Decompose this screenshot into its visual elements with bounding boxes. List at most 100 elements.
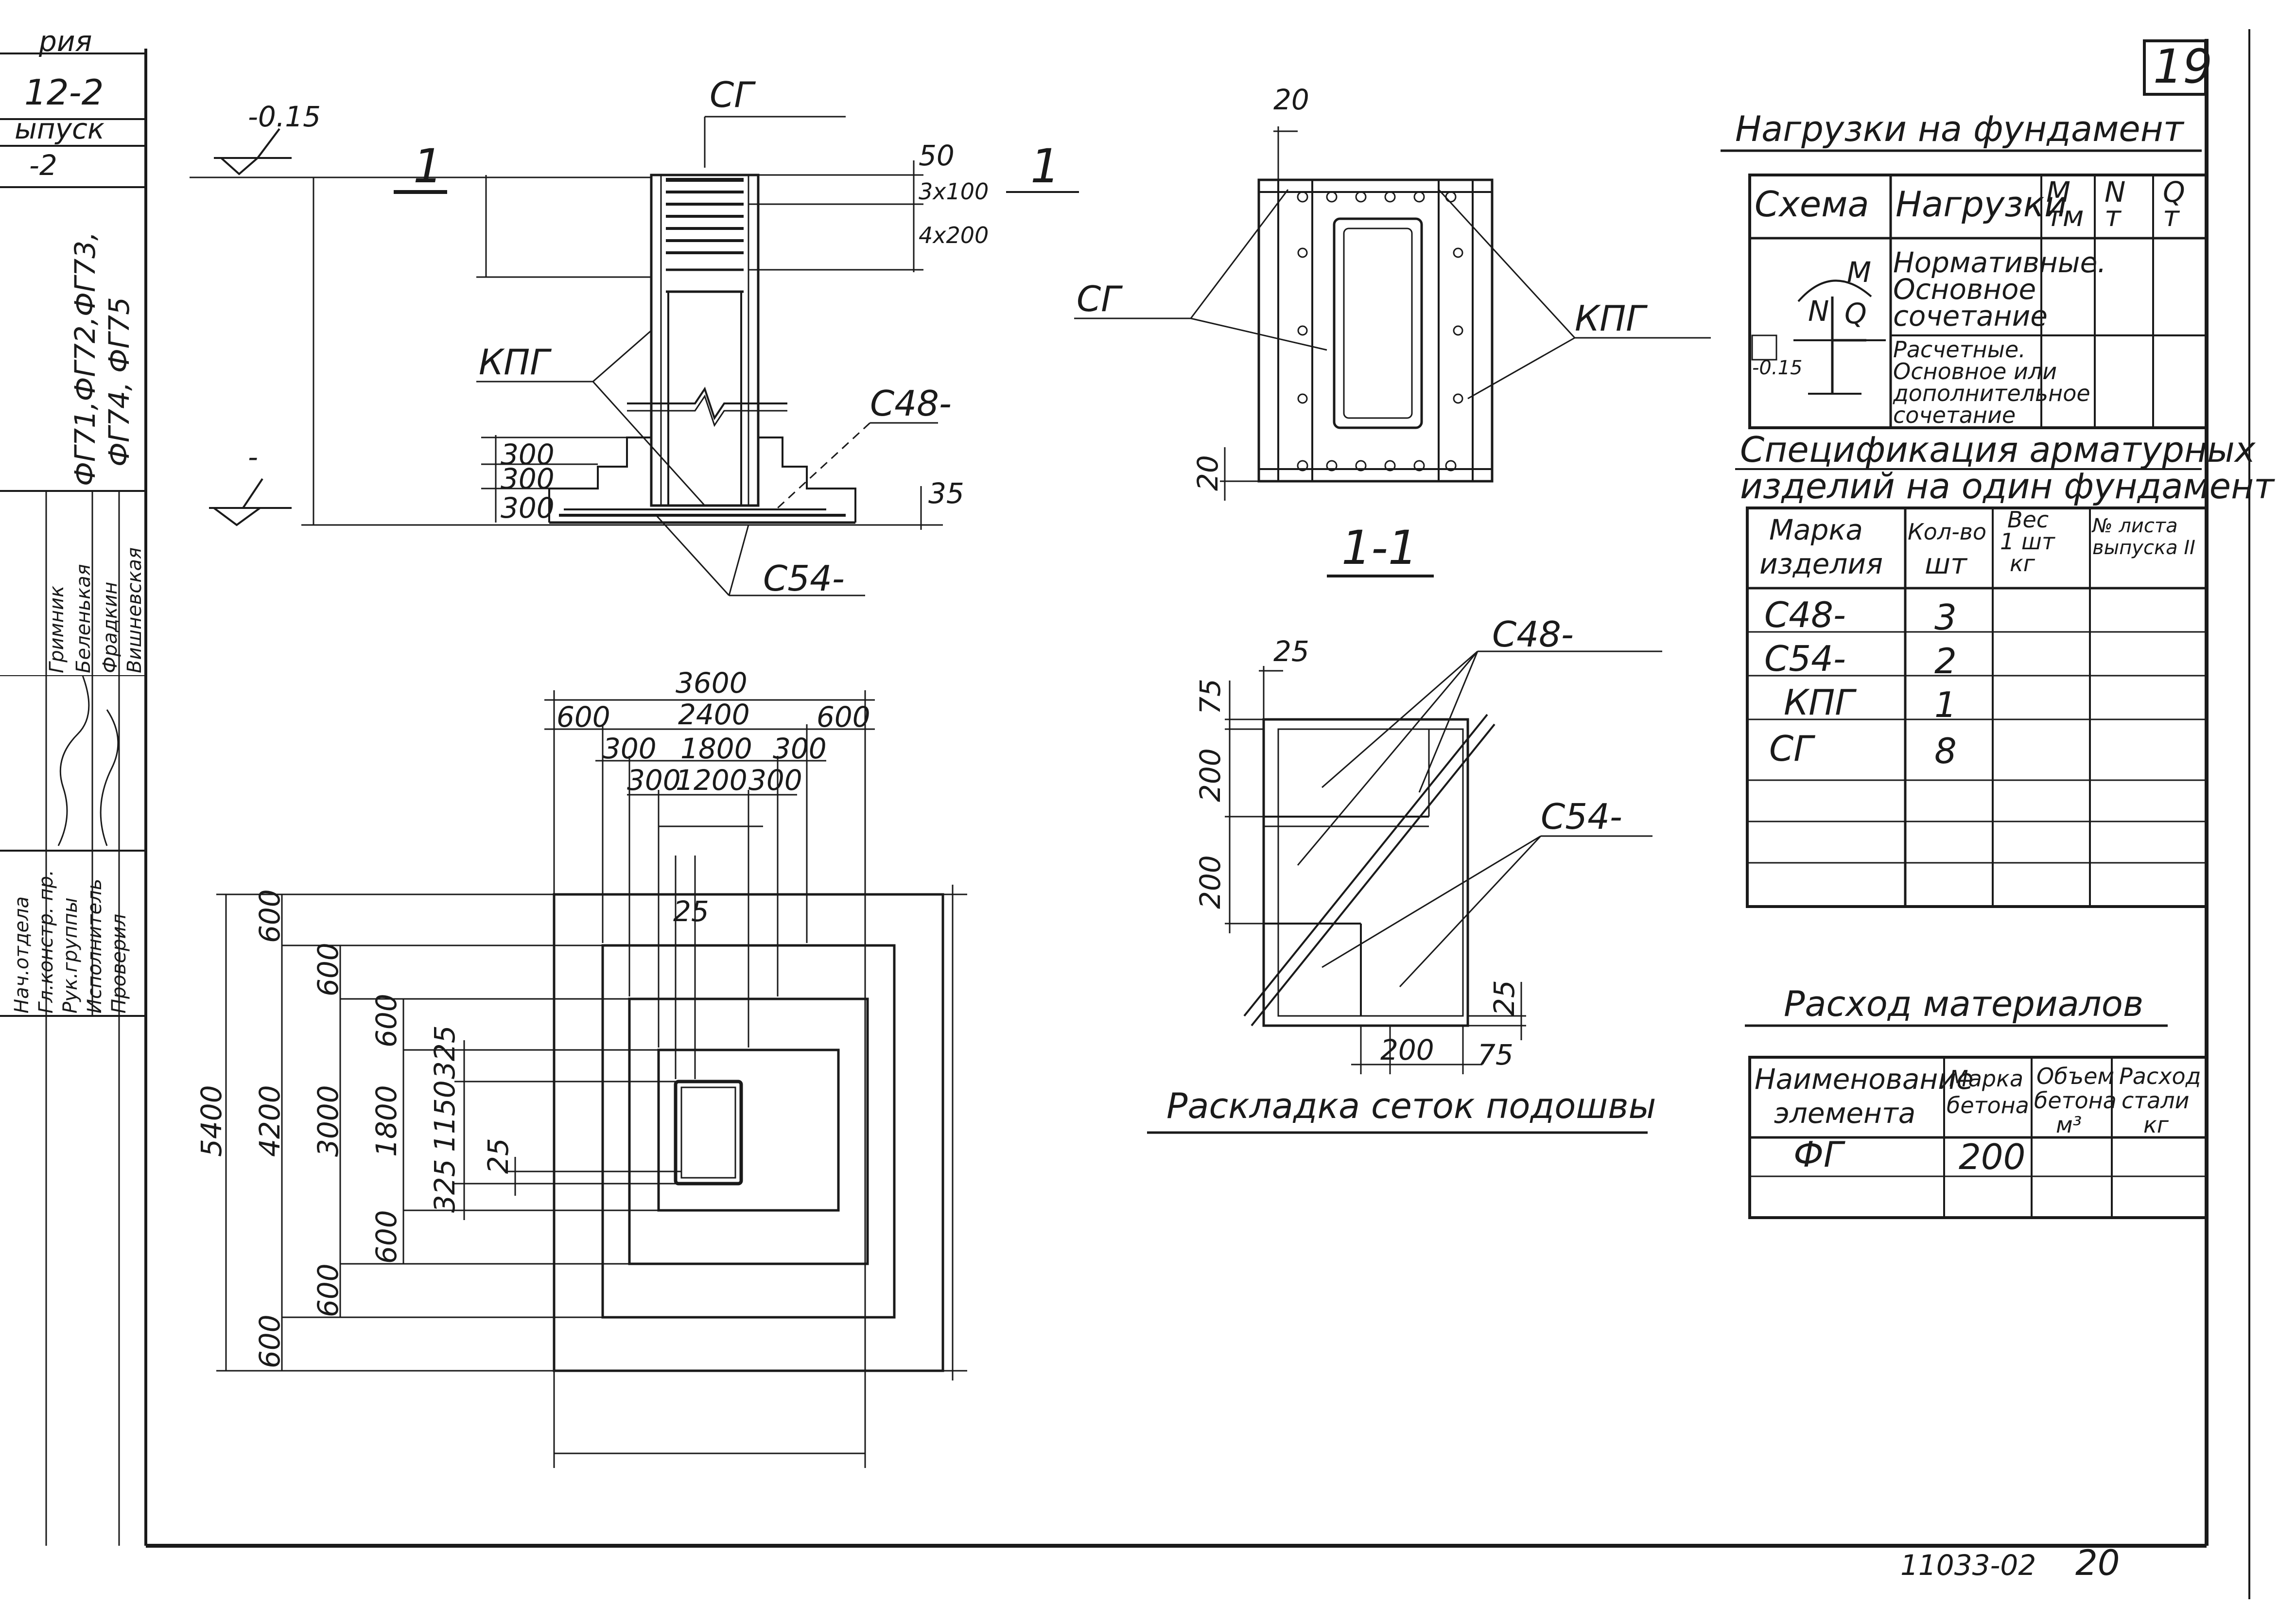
loads-header-q-unit: т xyxy=(2163,200,2180,233)
stamp-name-2: Беленькая xyxy=(72,564,95,673)
plan-dim-600-e: 600 xyxy=(312,1263,345,1317)
cut-1-1-view: СГ КПГ 20 20 1-1 xyxy=(1074,83,1711,577)
dim-50: 50 xyxy=(919,139,955,172)
loads-row1-line1: Нормативные. xyxy=(1893,246,2106,279)
stamp-name-1: Фрадкин xyxy=(99,582,122,673)
plan-dim-300-d: 300 xyxy=(748,764,802,797)
plan-dim-1150: 1150 xyxy=(428,1080,461,1152)
mesh-label-c54: С54- xyxy=(1541,796,1622,837)
cut-marker-right: 1 xyxy=(1030,139,1060,193)
label-sg: СГ xyxy=(710,74,756,115)
stamp-marks: ФГ71,ФГ72,ФГ73, xyxy=(69,232,102,486)
spec-table: Спецификация арматурных изделий на один … xyxy=(1735,429,2275,908)
plan-dim-300-b: 300 xyxy=(773,732,827,765)
spec-h-mark-2: изделия xyxy=(1759,547,1883,580)
dim-300-a: 300 xyxy=(501,438,555,471)
mesh-dim-200-bottom: 200 xyxy=(1380,1033,1434,1066)
plan-dim-325-b: 325 xyxy=(428,1159,461,1213)
spec-h-weight-3: кг xyxy=(2010,550,2035,576)
loads-row2-line2: Основное или xyxy=(1893,358,2057,384)
mesh-dim-200-b: 200 xyxy=(1194,855,1227,909)
spec-h-sheet-1: № листа xyxy=(2091,515,2178,537)
spec-title-1: Спецификация арматурных xyxy=(1740,429,2256,470)
plan-dim-300-a: 300 xyxy=(603,732,657,765)
plan-dim-325-a: 325 xyxy=(428,1025,461,1079)
label-c48: С48- xyxy=(870,383,952,424)
stamp-name-3: Гримник xyxy=(46,586,68,673)
materials-h-vol-1: Объем xyxy=(2036,1063,2114,1089)
loads-header-loads: Нагрузки xyxy=(1896,184,2067,225)
title-stamp: рия 12-2 ыпуск -2 ФГ71,ФГ72,ФГ73, ФГ74, … xyxy=(0,25,146,1546)
plan-dim-5400: 5400 xyxy=(195,1085,228,1157)
footer-page: 20 xyxy=(2075,1542,2120,1583)
cut-title: 1-1 xyxy=(1341,521,1418,575)
materials-h-name-1: Наименование xyxy=(1755,1063,1974,1096)
plan-dim-25-h: 25 xyxy=(673,895,709,928)
dim-4x200: 4x200 xyxy=(919,222,989,248)
spec-h-qty-1: Кол-во xyxy=(1908,519,1986,545)
loads-header-n: N xyxy=(2105,175,2125,209)
loads-row2-line4: сочетание xyxy=(1893,402,2016,428)
plan-view: 3600 600 2400 600 300 1800 300 300 1200 … xyxy=(195,666,967,1468)
stamp-line-3: ыпуск xyxy=(15,112,104,145)
plan-dim-4200: 4200 xyxy=(253,1085,286,1157)
materials-h-vol-3: м³ xyxy=(2056,1112,2082,1138)
cut-label-sg: СГ xyxy=(1077,279,1123,319)
elevation-mark-top xyxy=(218,157,261,175)
materials-h-name-2: элемента xyxy=(1774,1097,1915,1130)
loads-header-n-unit: т xyxy=(2105,200,2122,233)
loads-row1-line3: сочетание xyxy=(1893,299,2048,332)
spec-h-weight-2: 1 шт xyxy=(2000,528,2055,555)
plan-dim-1200: 1200 xyxy=(676,764,748,797)
materials-h-steel-2: стали xyxy=(2122,1087,2190,1114)
spec-h-qty-2: шт xyxy=(1925,547,1968,580)
plan-dim-600-b: 600 xyxy=(312,943,345,996)
spec-h-weight-1: Вес xyxy=(2007,507,2049,533)
plan-dim-600-f: 600 xyxy=(253,1314,286,1368)
stamp-name-4: Вишневская xyxy=(123,547,146,673)
stamp-line-1: рия xyxy=(38,25,92,58)
spec-h-mark-1: Марка xyxy=(1769,513,1863,546)
spec-row-2-mark: С54- xyxy=(1764,638,1846,679)
plan-dim-3000: 3000 xyxy=(312,1085,345,1157)
materials-row-1-name: ФГ xyxy=(1793,1134,1845,1175)
stamp-role-3: Рук.группы xyxy=(59,897,82,1013)
mesh-dim-200-a: 200 xyxy=(1194,748,1227,802)
sheet-number-box: 19 xyxy=(2143,39,2212,96)
scheme-label-elev: -0.15 xyxy=(1752,357,1803,379)
spec-row-4-mark: СГ xyxy=(1769,728,1815,769)
cut-marker-left: 1 xyxy=(413,139,443,193)
stamp-line-4: -2 xyxy=(29,149,57,182)
loads-header-scheme: Схема xyxy=(1755,184,1869,225)
mesh-dim-75-top: 75 xyxy=(1194,679,1227,715)
materials-table: Расход материалов Наименование элемента … xyxy=(1745,983,2208,1219)
loads-header-m: M xyxy=(2046,175,2070,209)
dim-35: 35 xyxy=(928,477,964,510)
stamp-role-1: Нач.отдела xyxy=(11,896,33,1013)
stamp-role-2: Гл.констр. пр. xyxy=(35,870,57,1013)
dim-300-c: 300 xyxy=(501,491,555,524)
mesh-dim-25-top: 25 xyxy=(1273,635,1309,668)
label-kpg: КПГ xyxy=(479,342,552,383)
plan-dim-600-l: 600 xyxy=(557,700,610,734)
sheet-number: 19 xyxy=(2153,39,2212,94)
materials-row-1-brand: 200 xyxy=(1959,1136,2025,1177)
cut-dim-20-left: 20 xyxy=(1191,455,1224,491)
dim-300-b: 300 xyxy=(501,462,555,495)
spec-row-3-mark: КПГ xyxy=(1784,682,1857,723)
loads-header-m-unit: тм xyxy=(2046,200,2084,233)
mesh-dim-25-right: 25 xyxy=(1488,980,1521,1016)
stamp-line-2: 12-2 xyxy=(24,72,104,113)
loads-header-q: Q xyxy=(2163,175,2185,209)
plan-dim-1800: 1800 xyxy=(680,732,752,765)
spec-title-2: изделий на один фундамент xyxy=(1740,466,2275,507)
mesh-label-c48: С48- xyxy=(1492,614,1574,655)
materials-h-steel-1: Расход xyxy=(2119,1063,2201,1089)
spec-row-4-qty: 8 xyxy=(1934,731,1957,771)
spec-row-1-mark: С48- xyxy=(1764,594,1846,635)
materials-title: Расход материалов xyxy=(1784,983,2143,1024)
spec-row-2-qty: 2 xyxy=(1934,641,1957,681)
scheme-label-q: Q xyxy=(1844,297,1867,330)
plan-dim-600-c: 600 xyxy=(370,994,403,1048)
